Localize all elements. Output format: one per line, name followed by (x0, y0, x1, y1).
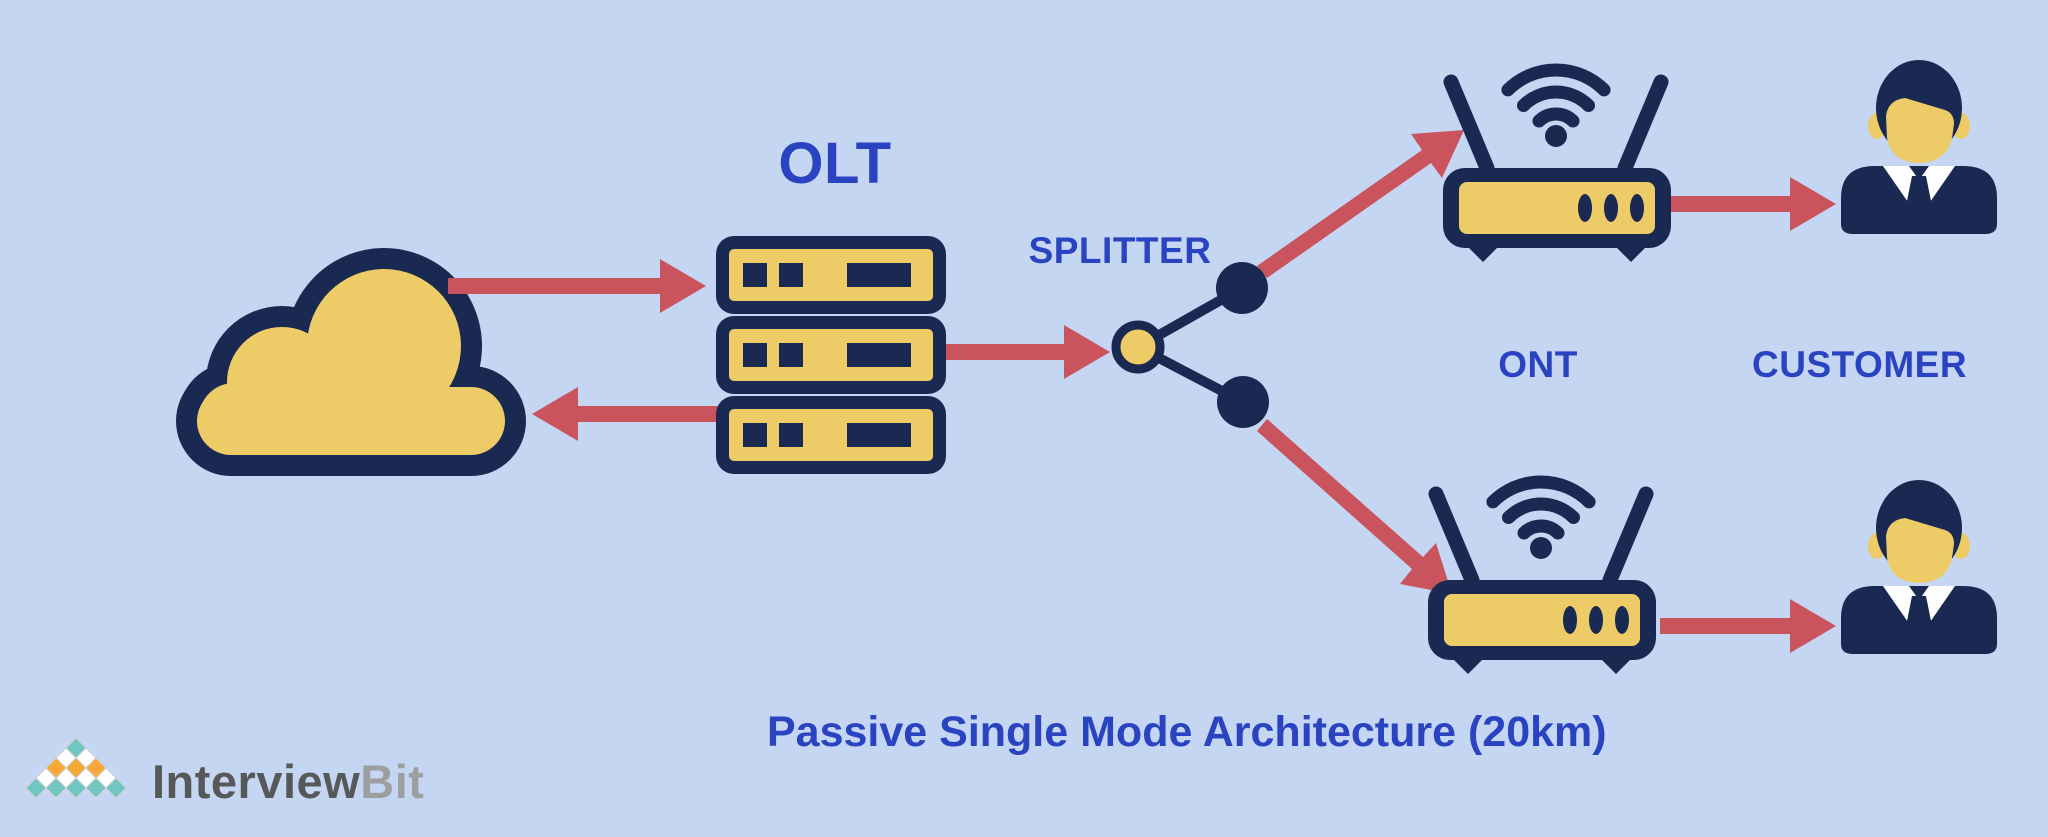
customer-avatar-icon (1841, 60, 1997, 234)
server-vent (847, 263, 911, 287)
splitter-label: SPLITTER (1028, 230, 1212, 271)
interviewbit-logo: InterviewBit (25, 737, 424, 809)
customer-avatar-icon (1841, 480, 1997, 654)
router-antennas (1443, 74, 1669, 176)
avatar-tie (1906, 586, 1932, 640)
router-leds (1563, 606, 1629, 634)
avatar-face (1886, 518, 1954, 583)
arrow-olt-to-splitter (946, 325, 1110, 379)
ont-label: ONT (1498, 344, 1578, 385)
diagram-title: Passive Single Mode Architecture (20km) (767, 708, 1607, 756)
server-vent (847, 343, 911, 367)
arrow-olt-to-cloud (532, 387, 755, 441)
server-port (779, 343, 803, 367)
customer-label: CUSTOMER (1752, 344, 1968, 385)
server-port (779, 423, 803, 447)
router-antennas (1428, 486, 1654, 588)
wordmark-interview: Interview (152, 755, 361, 808)
arrow-splitter-to-ont-bottom (1257, 419, 1452, 594)
server-unit (716, 396, 946, 474)
wordmark-bit: Bit (360, 755, 425, 808)
router-face (1459, 182, 1655, 234)
splitter-output-node (1216, 262, 1268, 314)
olt-server-stack-icon (716, 236, 946, 476)
olt-label: OLT (778, 131, 892, 196)
arrow-ont-to-customer-bottom (1660, 599, 1836, 653)
server-port (779, 263, 803, 287)
wifi-dot (1530, 537, 1552, 559)
wifi-router-icon (1428, 475, 1656, 674)
server-unit (716, 236, 946, 314)
wifi-signal-icon (1486, 475, 1596, 540)
server-unit (716, 316, 946, 394)
router-feet (1454, 660, 1630, 674)
arrow-splitter-to-ont-top (1257, 130, 1464, 278)
splitter-output-node (1217, 376, 1269, 428)
arrow-ont-to-customer-top (1670, 177, 1836, 231)
avatar-head (1868, 60, 1970, 163)
interviewbit-pyramid-logo (25, 737, 127, 799)
avatar-head (1868, 480, 1970, 583)
server-port (743, 343, 767, 367)
splitter-input-node (1111, 320, 1165, 374)
cloud-fill (197, 269, 505, 455)
server-port (743, 423, 767, 447)
wifi-dot (1545, 125, 1567, 147)
arrow-cloud-to-olt (448, 259, 706, 313)
router-face (1444, 594, 1640, 646)
avatar-face (1886, 98, 1954, 163)
server-vent (847, 423, 911, 447)
interviewbit-wordmark: InterviewBit (152, 754, 424, 809)
wifi-router-icon (1443, 63, 1671, 262)
router-leds (1578, 194, 1644, 222)
router-feet (1469, 248, 1645, 262)
wifi-signal-icon (1501, 63, 1611, 128)
server-port (743, 263, 767, 287)
server-face (729, 409, 933, 461)
avatar-tie (1906, 166, 1932, 220)
server-face (729, 249, 933, 301)
server-face (729, 329, 933, 381)
internet-cloud-icon (176, 248, 526, 476)
splitter-node-icon (1111, 262, 1269, 428)
